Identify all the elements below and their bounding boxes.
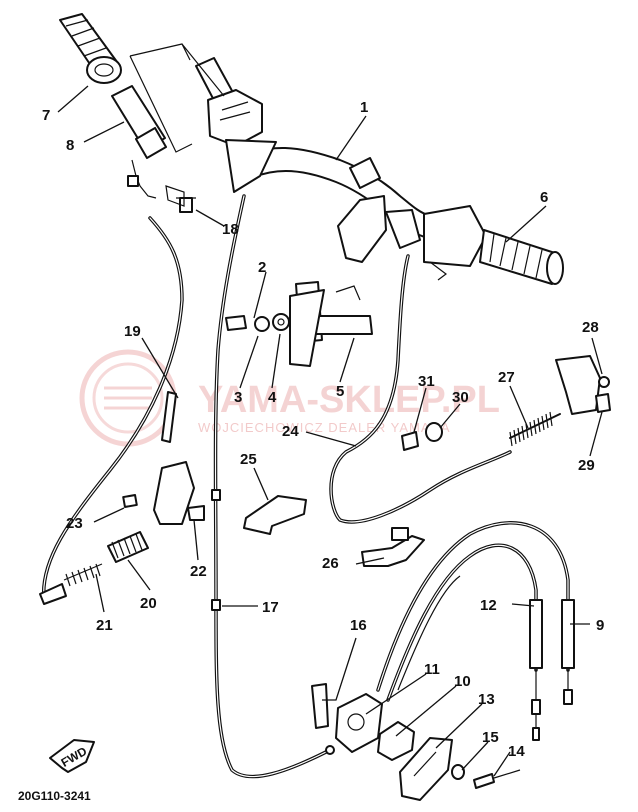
watermark-brand: YAMA-SKLEP.PL — [198, 379, 500, 421]
callout-4: 4 — [268, 389, 277, 406]
callout-22: 22 — [190, 563, 207, 580]
bracket-26-clip — [391, 527, 409, 541]
callout-28: 28 — [582, 319, 599, 336]
left-grip-part — [59, 13, 122, 84]
callout-30: 30 — [452, 389, 469, 406]
clutch-lever-parts — [39, 461, 205, 605]
callout-18: 18 — [222, 221, 239, 238]
callout-27: 27 — [498, 369, 515, 386]
fwd-arrow-icon: FWD — [49, 739, 95, 773]
callout-10: 10 — [454, 673, 471, 690]
callout-7: 7 — [42, 107, 50, 124]
leader-lines — [57, 85, 603, 777]
grip-group-box — [129, 43, 225, 153]
handlebar-part — [225, 139, 431, 263]
callout-13: 13 — [478, 691, 495, 708]
nut-parts-30-31 — [401, 422, 443, 451]
brake-lever-parts — [225, 281, 373, 367]
left-switch-assembly — [195, 57, 263, 147]
bracket-26-part — [361, 535, 425, 567]
callout-23: 23 — [66, 515, 83, 532]
throttle-housing-parts — [311, 683, 521, 801]
callout-15: 15 — [482, 729, 499, 746]
callout-5: 5 — [336, 383, 344, 400]
callout-14: 14 — [508, 743, 525, 760]
callout-17: 17 — [262, 599, 279, 616]
callout-19: 19 — [124, 323, 141, 340]
callout-20: 20 — [140, 595, 157, 612]
callout-16: 16 — [350, 617, 367, 634]
callout-11: 11 — [424, 661, 440, 678]
bolt-18-part — [176, 197, 196, 213]
drawing-code: 20G110-3241 — [18, 789, 91, 803]
right-adjuster-parts — [509, 355, 611, 447]
watermark: YAMA-SKLEP.PL WOJCIECHOWICZ DEALER YAMAH… — [79, 349, 500, 447]
callout-9: 9 — [596, 617, 604, 634]
clutch-cable-top-fitting — [127, 159, 185, 207]
bracket-25-part — [243, 495, 307, 535]
callout-29: 29 — [578, 457, 595, 474]
callout-2: 2 — [258, 259, 266, 276]
callout-26: 26 — [322, 555, 339, 572]
callout-25: 25 — [240, 451, 257, 468]
callout-3: 3 — [234, 389, 242, 406]
watermark-subtitle: WOJCIECHOWICZ DEALER YAMAHA — [198, 420, 451, 435]
throttle-grip-part — [111, 85, 168, 160]
callout-21: 21 — [96, 617, 113, 634]
callout-8: 8 — [66, 137, 74, 154]
callout-6: 6 — [540, 189, 548, 206]
callout-12: 12 — [480, 597, 497, 614]
callout-labels: 1 2 3 4 5 6 7 8 9 10 11 12 13 14 15 16 1… — [42, 99, 604, 760]
callout-1: 1 — [360, 99, 368, 116]
right-grip-part — [423, 205, 564, 285]
callout-24: 24 — [282, 423, 299, 440]
callout-31: 31 — [418, 373, 435, 390]
